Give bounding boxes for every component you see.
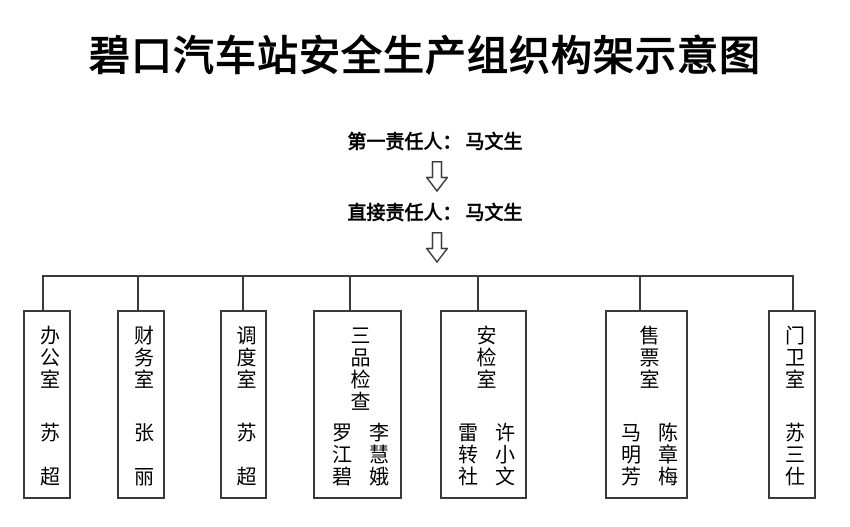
org-box: 办公室 苏 超 — [23, 310, 71, 499]
staff-names: 陈章梅马明芳 — [617, 422, 677, 488]
staff-names: 张 丽 — [130, 422, 153, 488]
drop-line — [477, 275, 479, 312]
department-label: 售票室 — [636, 325, 658, 391]
person-name: 马明芳 — [617, 422, 640, 488]
org-box: 门卫室 苏三仕 — [768, 310, 816, 499]
first-responsible-name: 马文生 — [465, 132, 523, 153]
person-name: 苏三仕 — [781, 422, 804, 488]
person-name: 苏 超 — [233, 422, 255, 488]
person-name: 雷转社 — [454, 422, 477, 488]
org-box: 售票室 陈章梅马明芳 — [605, 310, 688, 499]
person-name: 张 丽 — [130, 422, 153, 488]
org-box: 三品检查 李慧娥罗江碧 — [313, 310, 402, 499]
drop-line — [242, 275, 244, 312]
department-label: 办公室 — [36, 325, 59, 391]
bus-line — [42, 275, 794, 277]
department-label: 三品检查 — [347, 325, 369, 413]
direct-responsible-line: 直接责任人：马文生 — [10, 198, 850, 225]
direct-responsible-name: 马文生 — [465, 203, 523, 224]
org-box: 财务室 张 丽 — [117, 310, 165, 499]
page-title: 碧口汽车站安全生产组织构架示意图 — [89, 33, 761, 79]
drop-line — [792, 275, 794, 312]
department-label: 门卫室 — [781, 325, 804, 391]
staff-names: 苏 超 — [233, 422, 255, 488]
first-responsible-line: 第一责任人：马文生 — [10, 127, 850, 154]
department-label: 调度室 — [233, 325, 255, 391]
down-arrow-icon — [426, 161, 448, 192]
department-label: 安检室 — [473, 325, 495, 391]
org-box: 调度室 苏 超 — [220, 310, 267, 499]
staff-names: 苏 超 — [36, 422, 59, 488]
first-responsible-label: 第一责任人： — [347, 132, 462, 153]
staff-names: 李慧娥罗江碧 — [328, 422, 388, 488]
drop-line — [137, 275, 139, 312]
staff-names: 许小文雷转社 — [454, 422, 514, 488]
drop-line — [42, 275, 44, 312]
person-name: 罗江碧 — [328, 422, 351, 488]
direct-responsible-label: 直接责任人： — [347, 203, 462, 224]
person-name: 陈章梅 — [654, 422, 677, 488]
drop-line — [349, 275, 351, 312]
department-label: 财务室 — [130, 325, 153, 391]
drop-line — [639, 275, 641, 312]
down-arrow-icon — [426, 232, 448, 263]
person-name: 许小文 — [491, 422, 514, 488]
org-box: 安检室 许小文雷转社 — [440, 310, 527, 499]
person-name: 李慧娥 — [365, 422, 388, 488]
person-name: 苏 超 — [36, 422, 59, 488]
staff-names: 苏三仕 — [781, 422, 804, 488]
